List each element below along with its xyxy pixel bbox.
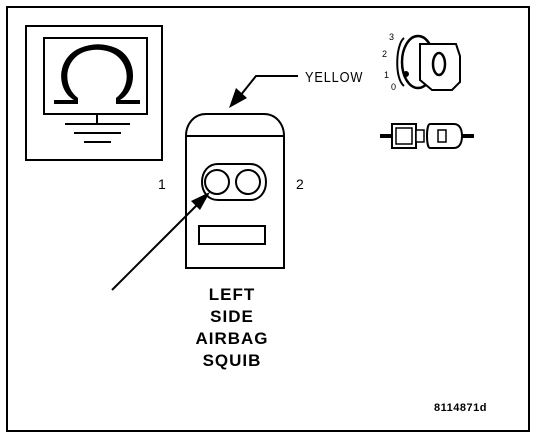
pin-2-label: 2 (296, 176, 304, 192)
ohmmeter-ground-icon (25, 25, 163, 161)
component-name-line: SQUIB (202, 351, 262, 370)
wire-color-label: YELLOW (305, 69, 364, 86)
component-name: LEFT SIDE AIRBAG SQUIB (172, 284, 292, 372)
component-name-line: AIRBAG (195, 329, 269, 348)
probe-arrow (111, 192, 210, 291)
ignition-position-3: 3 (389, 32, 395, 42)
ignition-position-1: 1 (384, 70, 390, 80)
disconnected-connector-icon (380, 123, 474, 149)
airbag-squib-connector (185, 113, 285, 269)
ignition-position-0: 0 (391, 82, 397, 92)
pin-1-label: 1 (158, 176, 166, 192)
component-name-line: SIDE (210, 307, 254, 326)
wire-leader-arrow (229, 75, 298, 108)
component-name-line: LEFT (208, 285, 256, 304)
diagram-frame (6, 6, 530, 432)
ignition-key-icon (396, 34, 461, 91)
ignition-position-2: 2 (382, 49, 388, 59)
figure-id: 8114871d (434, 402, 487, 414)
